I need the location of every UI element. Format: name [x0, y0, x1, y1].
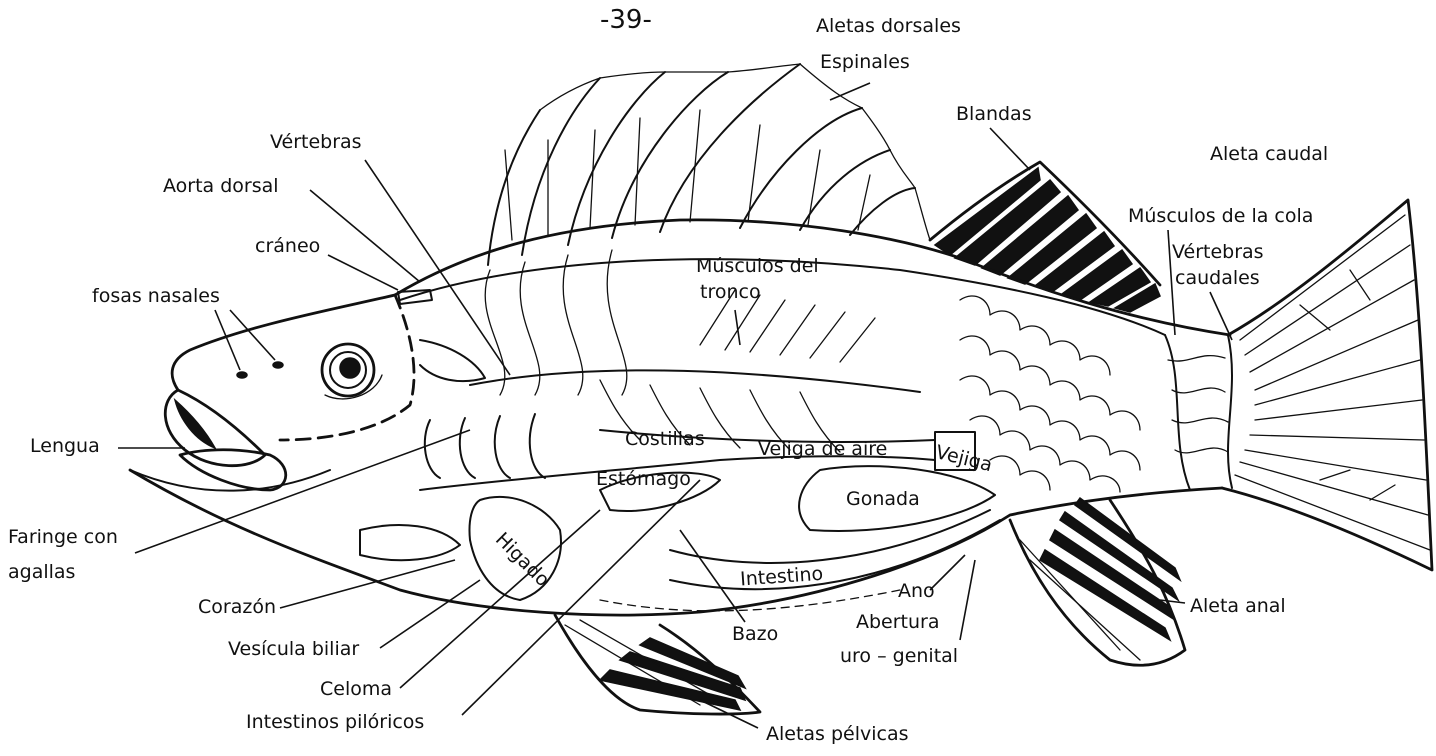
label-aleta-caudal: Aleta caudal: [1210, 143, 1328, 165]
label-bazo: Bazo: [732, 623, 778, 645]
label-intestinos-piloricos: Intestinos pilóricos: [246, 711, 424, 733]
label-faringe-2: agallas: [8, 561, 75, 583]
leader-lines: [118, 83, 1232, 728]
label-gonada: Gonada: [846, 488, 920, 510]
label-estomago: Estómago: [596, 468, 691, 490]
label-lengua: Lengua: [30, 435, 100, 457]
label-faringe-1: Faringe con: [8, 526, 118, 548]
label-blandas: Blandas: [956, 103, 1032, 125]
label-musculos-cola: Músculos de la cola: [1128, 205, 1313, 227]
label-aorta-dorsal: Aorta dorsal: [163, 175, 279, 197]
label-vejiga: Vejiga: [933, 441, 994, 476]
label-espinales: Espinales: [820, 51, 910, 73]
label-vejiga-aire: Vejiga de aire: [758, 438, 887, 460]
label-vertebras: Vértebras: [270, 131, 362, 153]
page-number: -39-: [600, 5, 652, 35]
label-musculos-tronco-1: Músculos del: [696, 255, 819, 277]
label-vesicula: Vesícula biliar: [228, 638, 359, 660]
label-fosas-nasales: fosas nasales: [92, 285, 220, 307]
label-abertura-1: Abertura: [856, 611, 940, 633]
label-craneo: cráneo: [255, 235, 320, 257]
label-musculos-tronco-2: tronco: [700, 281, 761, 303]
label-aletas-dorsales: Aletas dorsales: [816, 15, 961, 37]
label-celoma: Celoma: [320, 678, 392, 700]
gills: [425, 414, 545, 478]
anal-fin: [1010, 498, 1185, 665]
label-ano: Ano: [898, 580, 935, 602]
pelvic-fin: [555, 615, 760, 714]
label-aleta-anal: Aleta anal: [1190, 595, 1286, 617]
label-vertebras-caudales-2: caudales: [1175, 267, 1260, 289]
label-vertebras-caudales-1: Vértebras: [1172, 241, 1264, 263]
labels: -39- Aletas dorsales Espinales Blandas A…: [8, 5, 1328, 745]
head: [130, 290, 485, 491]
label-costillas: Costillas: [625, 428, 705, 450]
label-abertura-2: uro – genital: [840, 645, 958, 667]
label-corazon: Corazón: [198, 596, 276, 618]
label-aletas-pelvicas: Aletas pélvicas: [766, 723, 909, 745]
